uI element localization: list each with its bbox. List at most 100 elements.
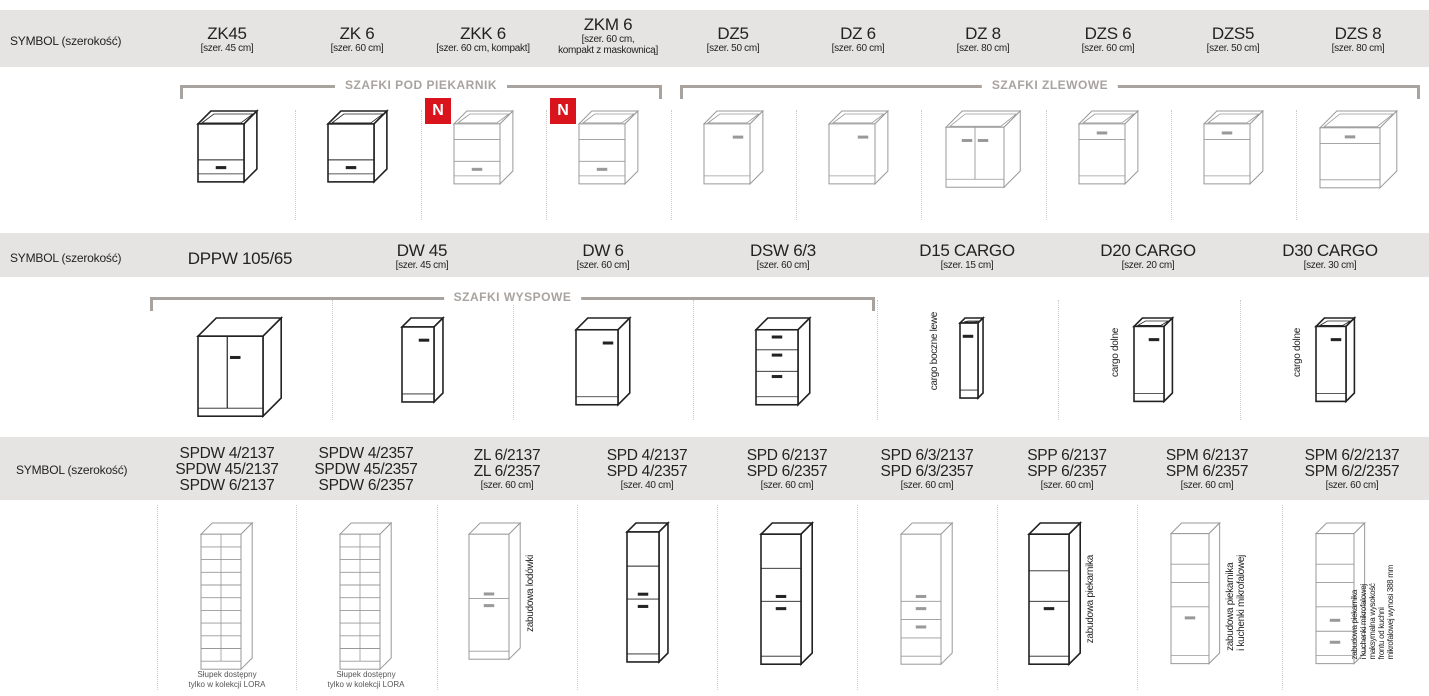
product-symbol: DZS5 (1211, 24, 1255, 43)
product-symbol: DZS 6 (1084, 24, 1132, 43)
fridge-tall-cabinet-icon (468, 521, 522, 661)
product-symbol: SPD 4/2357 (606, 463, 688, 480)
tall-oven-microwave-cabinet-icon (1169, 521, 1221, 665)
product-size: [szer. 60 cm] (900, 480, 954, 491)
product-symbol: SPD 4/2137 (606, 447, 688, 464)
new-badge: N (550, 98, 576, 124)
column-divider (577, 505, 578, 690)
column-divider (671, 110, 672, 220)
installation-note: zabudowa piekarnika (1085, 555, 1096, 643)
product-size: [szer. 60 cm] (576, 260, 630, 271)
product-header: DSW 6/3[szer. 60 cm] (750, 242, 816, 272)
column-divider (421, 110, 422, 220)
product-symbol: ZKM 6 (583, 15, 633, 34)
product-header: DZS 6[szer. 60 cm] (1082, 24, 1135, 55)
product-size: [szer. 60 cm] (480, 480, 534, 491)
tall-cabinet-icon (624, 521, 670, 664)
product-size: [szer. 60 cm] (756, 260, 810, 271)
note-line: zabudowa piekarnika (1225, 562, 1236, 651)
column-divider (1058, 300, 1059, 420)
column-divider (857, 505, 858, 690)
product-size: [szer. 50 cm] (1206, 43, 1260, 54)
drawer-cabinet-icon (754, 316, 812, 407)
note-line: frontu od kuchni (1377, 607, 1386, 660)
bracket-island-cabinets: SZAFKI WYSPOWE (150, 290, 875, 311)
product-symbol: D30 CARGO (1282, 241, 1378, 260)
product-symbol: ZL 6/2137 (473, 447, 541, 464)
product-symbol: SPD 6/3/2137 (880, 447, 974, 464)
glass-tall-cabinet-icon (200, 521, 254, 671)
column-divider (546, 110, 547, 220)
product-header: DZS 8[szer. 80 cm] (1331, 25, 1385, 55)
group-title: SZAFKI POD PIEKARNIK (334, 78, 508, 92)
product-symbol: ZL 6/2357 (473, 463, 541, 480)
installation-note: zabudowa lodówki (525, 555, 536, 632)
product-symbol: SPD 6/2137 (746, 447, 828, 464)
product-symbol: DPPW 105/65 (187, 249, 293, 268)
product-header: DW 6[szer. 60 cm] (576, 242, 630, 272)
column-divider (513, 300, 514, 420)
group-title: SZAFKI WYSPOWE (443, 290, 582, 304)
product-size: [szer. 60 cm] (831, 43, 885, 54)
product-symbol: DZ 8 (965, 24, 1001, 43)
header-band-2 (0, 233, 1429, 277)
compact-oven-cabinet-icon (577, 109, 639, 186)
note-line: i kuchenki mikrofalowej (1236, 555, 1247, 651)
product-size: [szer. 60 cm] (760, 480, 814, 491)
tall-oven-microwave-drawer-cabinet-icon (1314, 521, 1366, 665)
new-badge: N (425, 98, 451, 124)
base-cabinet-icon (574, 316, 632, 407)
glass-tall-cabinet-icon (339, 521, 393, 671)
note-line: zabudowa lodówki (525, 555, 536, 632)
group-title: SZAFKI ZLEWOWE (981, 78, 1119, 92)
product-size: [szer. 60 cm] (1040, 480, 1094, 491)
column-divider (296, 505, 297, 690)
product-header: DZ5[szer. 50 cm] (707, 24, 760, 55)
symbol-label: SYMBOL (szerokość) (16, 463, 128, 477)
product-symbol: SPM 6/2137 (1165, 447, 1249, 464)
base-cabinet-icon (399, 316, 445, 404)
note-line: tylko w kolekcji LORA (188, 680, 266, 689)
product-size: [szer. 60 cm] (1180, 480, 1234, 491)
product-size: [szer. 45 cm] (200, 43, 254, 54)
product-symbol: SPDW 45/2137 (175, 461, 279, 478)
product-symbol: SPDW 4/2137 (179, 445, 275, 462)
product-symbol: SPD 6/2357 (746, 463, 828, 480)
cargo-note: cargo dolne (1110, 328, 1121, 377)
column-divider (877, 300, 878, 420)
column-divider (693, 300, 694, 420)
column-divider (157, 505, 158, 690)
column-divider (1137, 505, 1138, 690)
product-symbol: SPDW 6/2357 (318, 477, 414, 494)
product-size: [szer. 60 cm] (330, 43, 384, 54)
column-divider (1046, 110, 1047, 220)
tall-drawer-cabinet-icon (900, 521, 954, 666)
oven-cabinet-icon (325, 109, 389, 184)
product-size: [szer. 60 cm, (581, 34, 635, 45)
product-size-line2: kompakt z maskownicą] (558, 45, 658, 56)
product-symbol: SPDW 4/2357 (318, 445, 414, 462)
column-divider (1240, 300, 1241, 420)
product-size: [szer. 80 cm] (1331, 43, 1385, 54)
product-symbol: DZ5 (717, 24, 749, 43)
column-divider (1171, 110, 1172, 220)
tall-cabinet-icon (759, 521, 815, 667)
cargo-cabinet-icon (958, 316, 986, 400)
oven-cabinet-icon (195, 109, 259, 184)
column-divider (717, 505, 718, 690)
product-symbol: D20 CARGO (1100, 241, 1196, 260)
product-size: [szer. 40 cm] (620, 480, 674, 491)
sink-cabinet-1door-icon (702, 109, 764, 186)
product-size: [szer. 60 cm, kompakt] (436, 43, 530, 54)
sink-cabinet-2door-icon (944, 109, 1022, 189)
